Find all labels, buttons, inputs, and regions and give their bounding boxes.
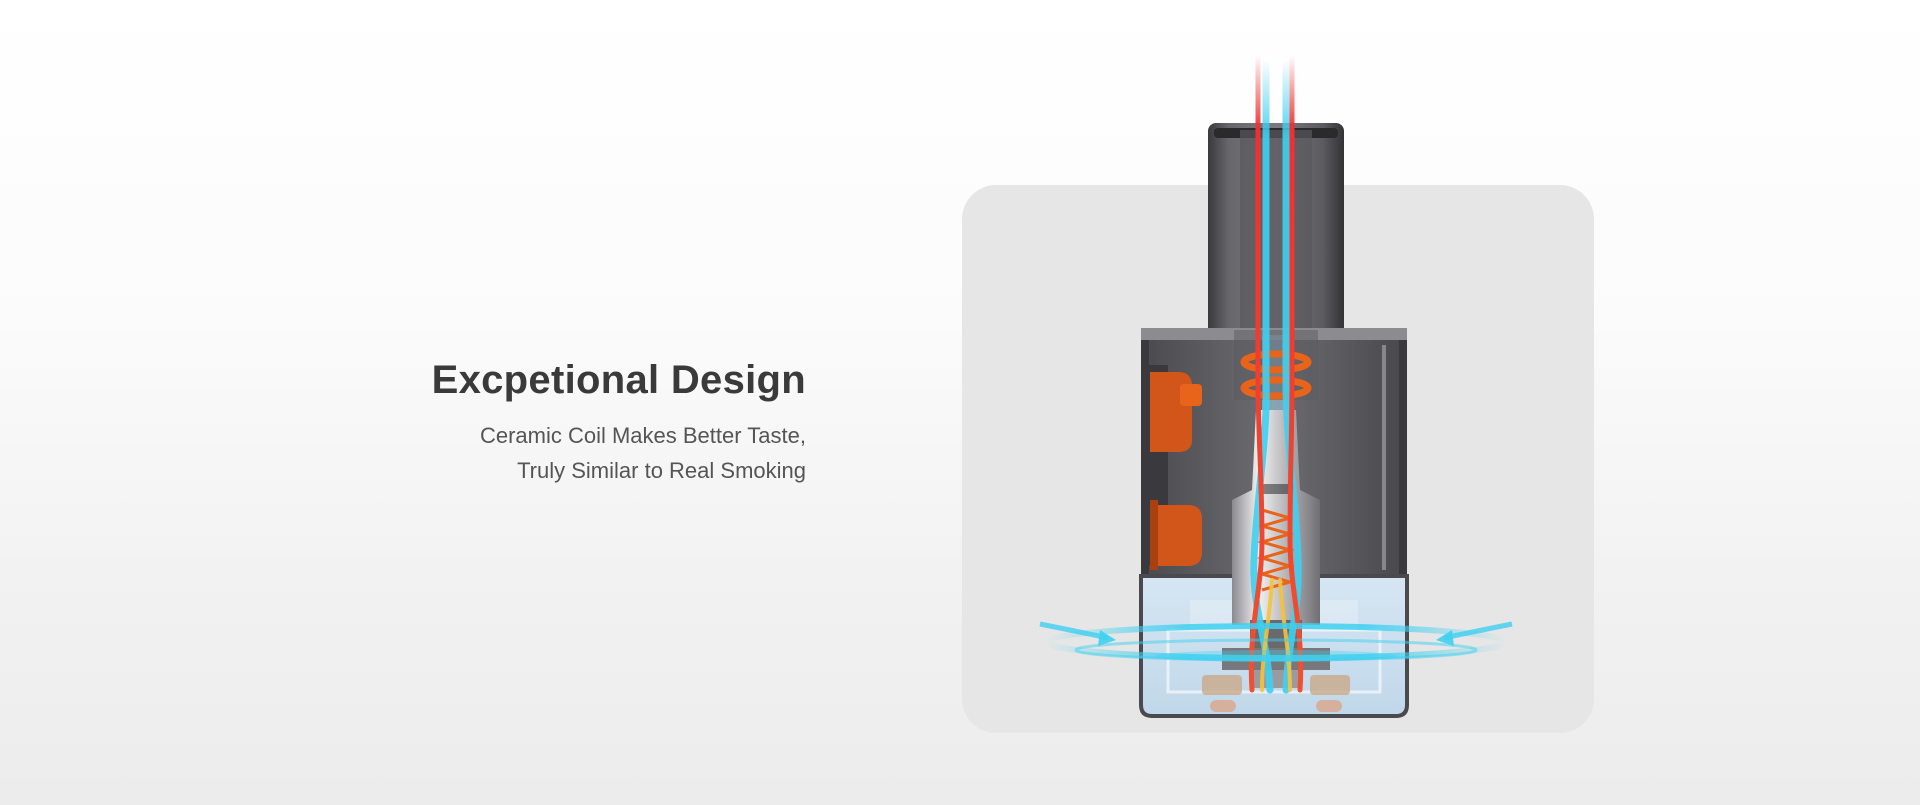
airflow-streams bbox=[1248, 52, 1304, 694]
feature-subtitle-line-2: Truly Similar to Real Smoking bbox=[517, 458, 806, 483]
mouthpiece bbox=[1208, 123, 1344, 335]
feature-subtitle-line-1: Ceramic Coil Makes Better Taste, bbox=[479, 423, 806, 448]
feature-headline: Excpetional Design bbox=[431, 358, 806, 402]
bottom-contacts bbox=[1202, 675, 1350, 712]
intake-swirl bbox=[1039, 621, 1513, 662]
feature-text-block: Excpetional Design Ceramic Coil Makes Be… bbox=[432, 356, 806, 488]
silicone-fill-plug bbox=[1148, 365, 1202, 570]
